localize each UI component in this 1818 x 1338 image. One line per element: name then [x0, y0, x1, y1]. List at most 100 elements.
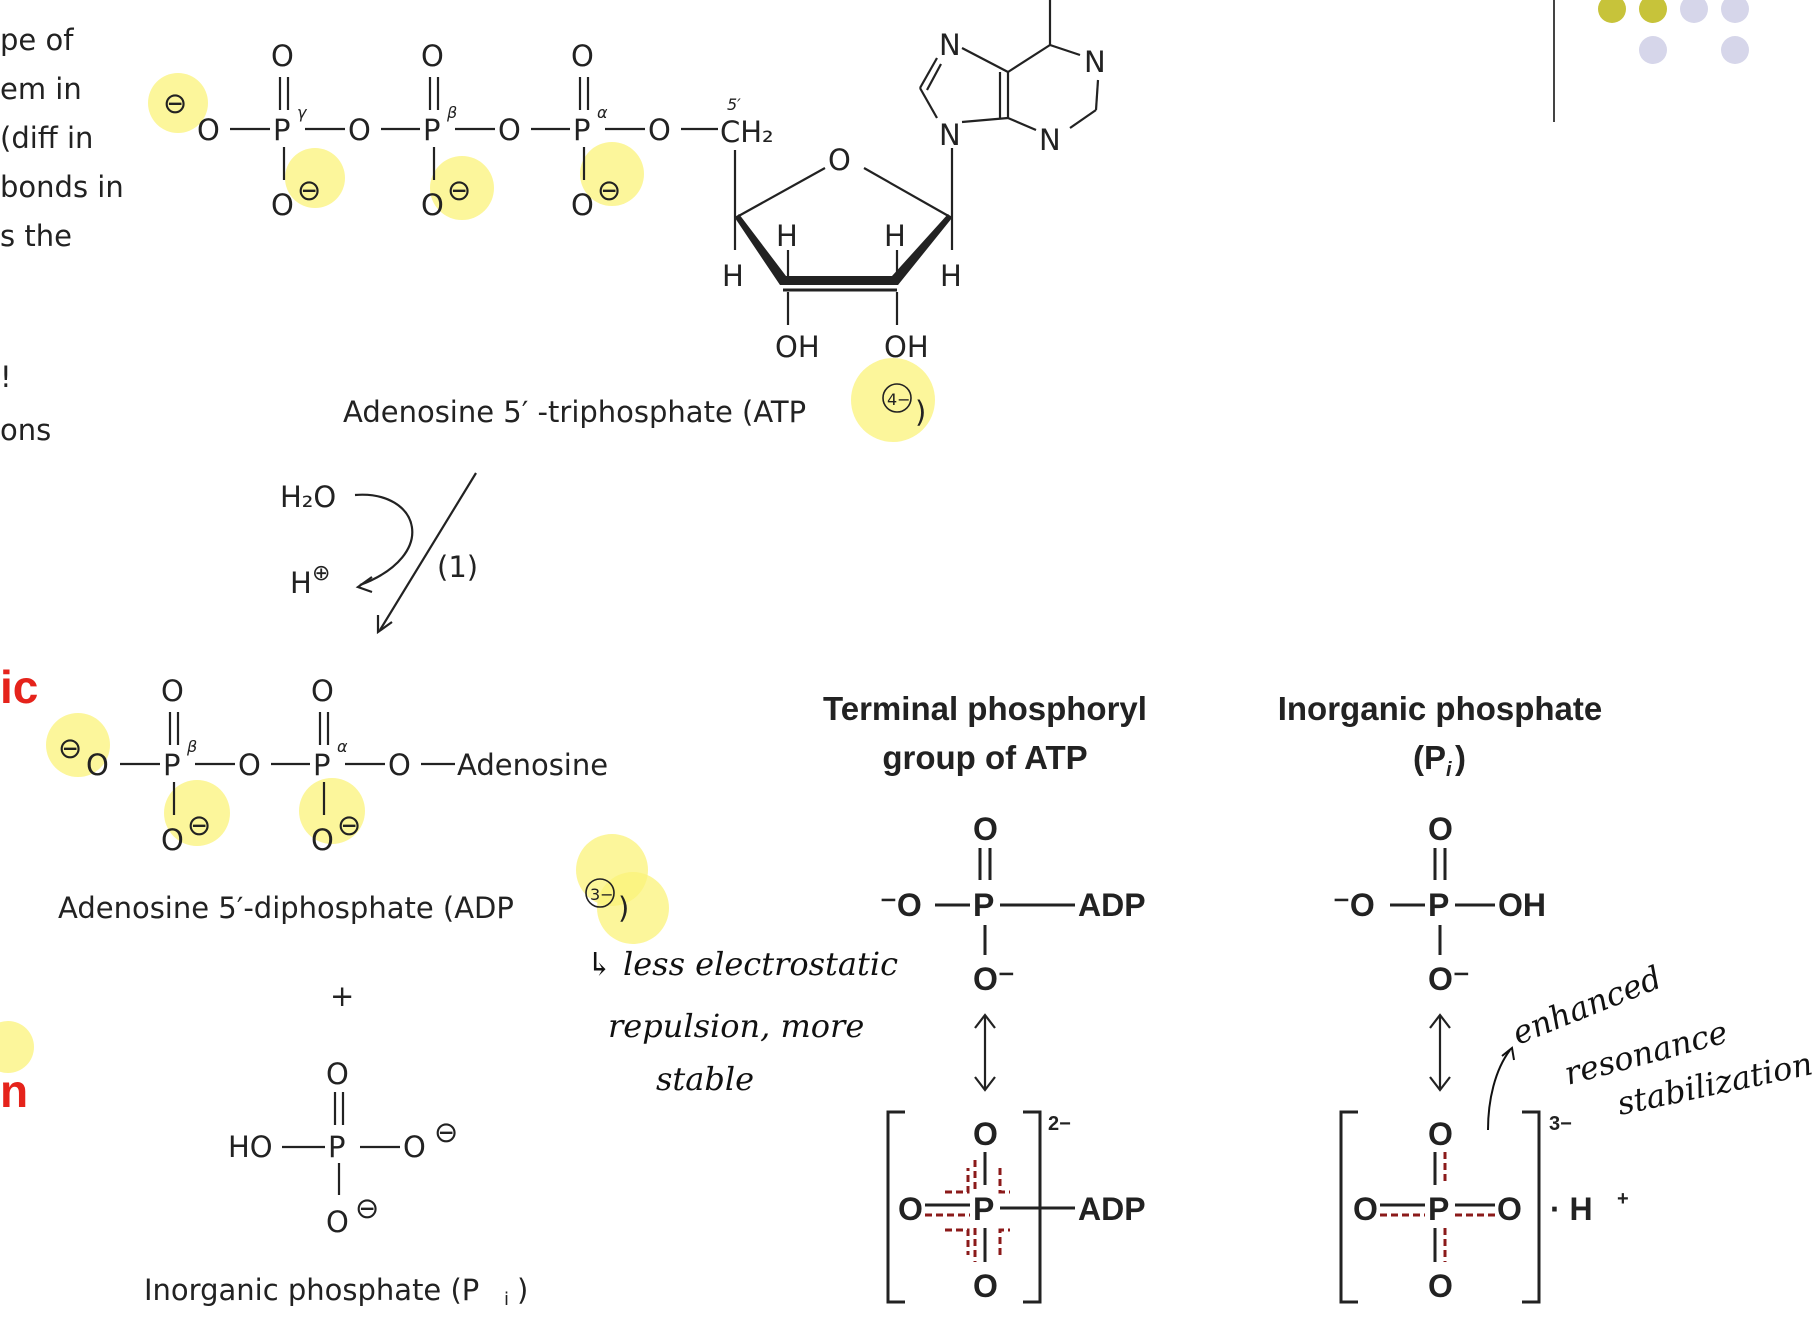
svg-text:Inorganic phosphate (P: Inorganic phosphate (P: [144, 1273, 479, 1307]
svg-text:N: N: [939, 118, 961, 152]
svg-text:2−: 2−: [1048, 1113, 1071, 1135]
svg-text:O: O: [898, 1191, 923, 1227]
svg-text:H: H: [290, 566, 312, 600]
svg-text:P: P: [1428, 887, 1449, 923]
svg-text:(diff in: (diff in: [0, 121, 93, 155]
left-margin-text: pe of em in (diff in bonds in s the ! on…: [0, 23, 124, 1117]
svg-text:⊖: ⊖: [187, 808, 211, 842]
svg-text:Inorganic phosphate: Inorganic phosphate: [1278, 690, 1603, 727]
svg-text:O⁻: O⁻: [973, 961, 1015, 997]
svg-text:O⁻: O⁻: [1428, 961, 1470, 997]
svg-text:P: P: [423, 113, 441, 147]
svg-text:ons: ons: [0, 413, 51, 447]
svg-text:O: O: [973, 811, 998, 847]
svg-text:⊖: ⊖: [58, 731, 82, 765]
svg-text:O: O: [1428, 1116, 1453, 1152]
svg-text:H: H: [776, 219, 798, 253]
svg-text:O: O: [271, 39, 294, 73]
svg-text:Adenosine 5′-diphosphate (ADP: Adenosine 5′-diphosphate (ADP: [58, 891, 514, 925]
svg-text:stable: stable: [656, 1060, 754, 1098]
svg-text:(P: (P: [1413, 739, 1446, 776]
svg-text:ic: ic: [0, 661, 38, 713]
svg-text:H: H: [884, 219, 906, 253]
svg-text:O: O: [348, 113, 371, 147]
svg-text:3−: 3−: [1549, 1113, 1572, 1135]
svg-text:+: +: [1617, 1188, 1629, 1210]
adp-structure: ⊖ O P β O O ⊖ O P α O O ⊖ O Adenosine Ad…: [58, 674, 629, 1013]
svg-text:O: O: [421, 188, 444, 222]
svg-text:OH: OH: [884, 330, 929, 364]
svg-text:OH: OH: [775, 330, 820, 364]
svg-text:O: O: [973, 1268, 998, 1304]
svg-text:⊖: ⊖: [597, 173, 621, 207]
svg-text:P: P: [1428, 1191, 1449, 1227]
svg-text:O: O: [161, 674, 184, 708]
svg-text:Terminal phosphoryl: Terminal phosphoryl: [823, 690, 1147, 727]
svg-text:H: H: [940, 259, 962, 293]
svg-text:P: P: [973, 1191, 994, 1227]
charge-highlights: [0, 73, 935, 1073]
svg-text:bonds in: bonds in: [0, 170, 124, 204]
svg-text:O: O: [421, 39, 444, 73]
svg-text:⊖: ⊖: [163, 86, 187, 120]
pi-structure: O HO P O ⊖ O ⊖ Inorganic phosphate (P i …: [144, 1057, 528, 1310]
svg-text:pe of: pe of: [0, 23, 74, 57]
svg-text:α: α: [337, 737, 348, 756]
svg-text:O: O: [571, 39, 594, 73]
svg-text:OH: OH: [1498, 887, 1546, 923]
svg-text:α: α: [597, 103, 608, 122]
svg-text:H₂O: H₂O: [280, 480, 336, 514]
svg-text:P: P: [313, 748, 331, 782]
svg-text:Adenosine: Adenosine: [457, 748, 608, 782]
svg-text:em in: em in: [0, 72, 82, 106]
svg-text:N: N: [939, 28, 961, 62]
svg-text:⊖: ⊖: [447, 173, 471, 207]
hydrolysis-step: H₂O H ⊕ (1): [280, 472, 478, 635]
svg-text:O: O: [973, 1116, 998, 1152]
svg-text:): ): [517, 1273, 528, 1307]
svg-text:O: O: [828, 143, 851, 177]
svg-text:O: O: [403, 1130, 426, 1164]
svg-text:ADP: ADP: [1078, 1191, 1146, 1227]
svg-text:γ: γ: [297, 103, 308, 122]
slide-decoration: [1553, 0, 1749, 122]
svg-text:P: P: [273, 113, 291, 147]
svg-text:5′: 5′: [727, 95, 741, 114]
svg-text:): ): [915, 395, 926, 429]
svg-text:⁻O: ⁻O: [880, 887, 922, 923]
svg-text:O: O: [197, 113, 220, 147]
svg-text:O: O: [1353, 1191, 1378, 1227]
atp-structure: ⊖ O P γ O O ⊖ O P β O O ⊖ O P α O O ⊖ O: [163, 0, 1106, 429]
svg-text:repulsion, more: repulsion, more: [608, 1007, 864, 1045]
svg-text:⊖: ⊖: [297, 173, 321, 207]
svg-text:O: O: [326, 1057, 349, 1091]
svg-text:P: P: [163, 748, 181, 782]
svg-text:s the: s the: [0, 219, 72, 253]
svg-text:O: O: [648, 113, 671, 147]
svg-text:!: !: [0, 360, 12, 394]
svg-text:O: O: [311, 674, 334, 708]
svg-text:P: P: [573, 113, 591, 147]
svg-text:⁻O: ⁻O: [1333, 887, 1375, 923]
svg-text:P: P: [973, 887, 994, 923]
svg-text:⊖: ⊖: [434, 1115, 458, 1149]
svg-text:group of ATP: group of ATP: [882, 739, 1087, 776]
svg-text:O: O: [161, 823, 184, 857]
svg-text:Adenosine 5′ -triphosphate (AT: Adenosine 5′ -triphosphate (ATP: [343, 395, 806, 429]
svg-text:O: O: [1428, 1268, 1453, 1304]
svg-text:HO: HO: [228, 1130, 273, 1164]
svg-text:n: n: [0, 1065, 28, 1117]
svg-text:O: O: [238, 748, 261, 782]
handwritten-notes: ↳ less electrostatic repulsion, more sta…: [586, 945, 1816, 1131]
svg-text:O: O: [388, 748, 411, 782]
svg-text:): ): [618, 891, 629, 925]
svg-text:i: i: [504, 1289, 509, 1310]
svg-text:3−: 3−: [590, 885, 614, 904]
svg-text:P: P: [328, 1130, 346, 1164]
svg-text:β: β: [446, 103, 457, 122]
svg-text:O: O: [326, 1205, 349, 1239]
svg-text:O: O: [271, 188, 294, 222]
svg-text:N: N: [1039, 123, 1061, 157]
svg-text:· H: · H: [1550, 1191, 1593, 1227]
